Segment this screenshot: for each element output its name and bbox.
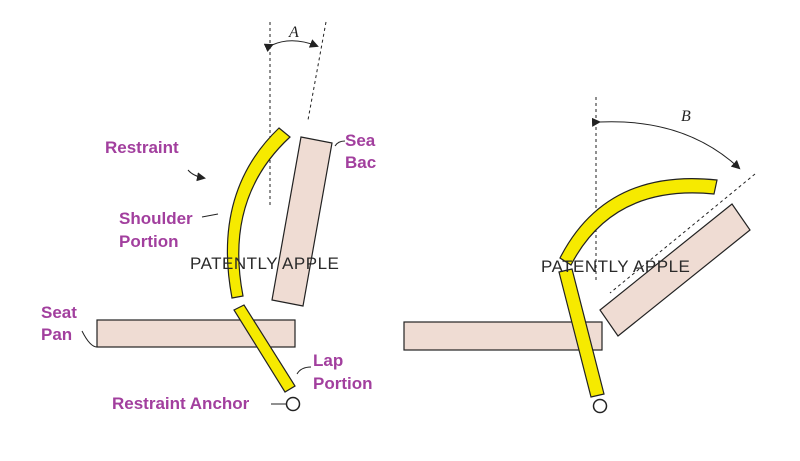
label-shoulder-line1: Shoulder <box>119 209 193 228</box>
label-seat-pan-line2: Pan <box>41 325 72 344</box>
seat-pan-leader <box>81 330 98 348</box>
label-seat-back-line1: Sea <box>345 131 376 150</box>
watermark-left: PATENTLY APPLE <box>190 254 339 273</box>
angle-b-incline-reference <box>609 173 756 294</box>
label-seat-pan-line1: Seat <box>41 303 77 322</box>
angle-a-arc <box>263 39 319 52</box>
restraint-leader-arrow <box>187 169 206 182</box>
label-restraint: Restraint <box>105 138 179 157</box>
lap-portion-right <box>558 268 605 398</box>
seat-back-leader <box>334 140 346 147</box>
shoulder-portion-right <box>559 178 718 266</box>
watermark-right: PATENTLY APPLE <box>541 257 690 276</box>
seat-pan-right <box>403 321 603 351</box>
angle-a-incline-reference <box>307 21 327 121</box>
lap-leader <box>296 366 312 375</box>
angle-b-label: B <box>681 108 691 125</box>
label-restraint-anchor: Restraint Anchor <box>112 394 250 413</box>
label-seat-back-line2: Bac <box>345 153 376 172</box>
seat-back-reclined <box>599 203 751 337</box>
lap-portion <box>233 304 296 393</box>
left-figure: A Restraint Sea Bac Shoulder Portion Sea… <box>41 21 376 413</box>
restraint-anchor-right <box>592 398 608 414</box>
seat-back <box>271 136 333 307</box>
angle-a-label: A <box>288 24 299 41</box>
right-figure: B PATENTLY APPLE <box>403 97 756 414</box>
angle-b-arc <box>591 117 741 170</box>
label-lap-line1: Lap <box>313 351 343 370</box>
shoulder-portion <box>226 127 291 299</box>
shoulder-leader <box>201 213 219 218</box>
label-lap-line2: Portion <box>313 374 373 393</box>
label-shoulder-line2: Portion <box>119 232 179 251</box>
restraint-anchor <box>285 396 301 412</box>
